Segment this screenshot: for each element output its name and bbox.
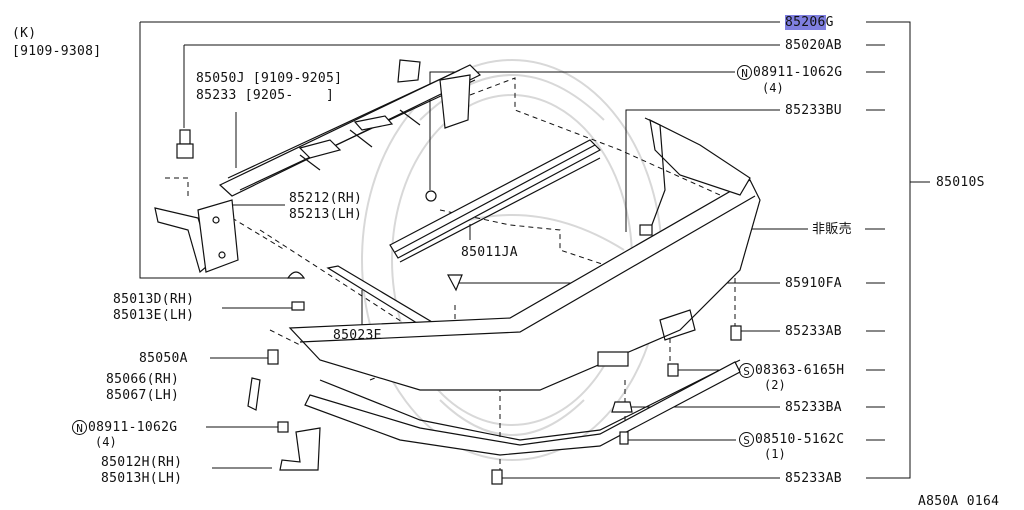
part-number-85013d-rh[interactable]: 85013D(RH) [113,292,195,307]
not-for-sale-label: 非販売 [812,222,852,237]
quantity-note: (4) [95,435,117,449]
part-number-85050a[interactable]: 85050A [139,351,188,366]
part-number-85023e[interactable]: 85023E [333,328,382,343]
assembly-part-number[interactable]: 85010S [936,175,985,190]
part-number-85233bu[interactable]: 85233BU [785,103,842,118]
part-number-85233[interactable]: 85233 [9205- ] [196,88,335,103]
part-number-85212-rh[interactable]: 85212(RH) [289,191,363,206]
model-code: (K) [12,26,37,41]
part-number-85050j[interactable]: 85050J [9109-9205] [196,71,343,86]
part-number-85213-lh[interactable]: 85213(LH) [289,207,363,222]
part-number-85233ab-upper[interactable]: 85233AB [785,324,842,339]
seal-strip-part [326,265,434,329]
quantity-note: (4) [762,81,784,95]
part-number-08911-1062g-right[interactable]: 08911-1062G [753,65,843,80]
bolt-part [176,129,194,159]
part-number-85066-rh[interactable]: 85066(RH) [106,372,180,387]
part-number-85206g[interactable]: 85206G [785,15,834,30]
nut-symbol-icon: N [737,65,752,80]
quantity-note: (1) [764,447,786,461]
assembly-bracket [885,21,930,479]
part-number-suffix: G [825,15,834,30]
production-range: [9109-9308] [12,44,102,59]
part-number-08363-6165h[interactable]: 08363-6165H [755,363,845,378]
reinforcement-part [218,59,482,197]
part-number-85067-lh[interactable]: 85067(LH) [106,388,180,403]
highlighted-part-number: 85206 [785,15,826,30]
part-number-85233ab-lower[interactable]: 85233AB [785,471,842,486]
screw-symbol-icon: S [739,363,754,378]
part-number-85012h-rh[interactable]: 85012H(RH) [101,455,183,470]
part-number-85013h-lh[interactable]: 85013H(LH) [101,471,183,486]
quantity-note: (2) [764,378,786,392]
energy-absorber-part [389,139,601,263]
part-number-85011ja[interactable]: 85011JA [461,245,518,260]
bumper-fascia-part [288,117,761,456]
leader-lines-left [206,112,471,469]
part-number-85910fa[interactable]: 85910FA [785,276,842,291]
screw-symbol-icon: S [739,432,754,447]
part-number-85233ba[interactable]: 85233BA [785,400,842,415]
part-number-08911-1062g-left[interactable]: 08911-1062G [88,420,178,435]
part-number-85020ab[interactable]: 85020AB [785,38,842,53]
diagram-code: A850A 0164 [918,494,1000,509]
nut-symbol-icon: N [72,420,87,435]
side-bracket-part [154,199,239,274]
part-number-08510-5162c[interactable]: 08510-5162C [755,432,845,447]
part-number-85013e-lh[interactable]: 85013E(LH) [113,308,195,323]
fasteners [247,224,742,485]
